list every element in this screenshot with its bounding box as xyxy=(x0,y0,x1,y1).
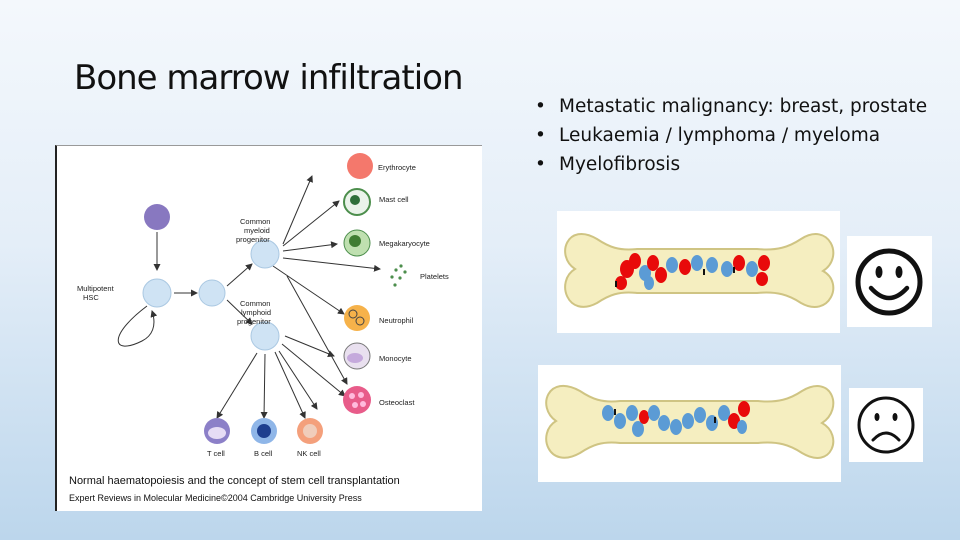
label-erythrocyte: Erythrocyte xyxy=(378,163,416,172)
myeloid-progenitor-icon xyxy=(250,239,280,269)
bone-1-cells xyxy=(615,253,770,290)
lymphoid-progenitor-icon xyxy=(250,321,280,351)
bullet-text: Metastatic malignancy: breast, prostate xyxy=(559,96,928,117)
figure-credit: Expert Reviews in Molecular Medicine©200… xyxy=(69,493,362,503)
bullet-dot-icon: • xyxy=(535,125,546,146)
bone-2-cells xyxy=(602,401,750,437)
erythrocyte-icon xyxy=(347,153,373,179)
label-lymphoid-3: progenitor xyxy=(237,317,271,326)
haematopoiesis-figure: Multipotent HSC Common myeloid progenito… xyxy=(55,145,482,511)
bullet-text: Myelofibrosis xyxy=(559,154,681,175)
label-neutrophil: Neutrophil xyxy=(379,316,414,325)
frowny-icon xyxy=(857,396,915,454)
stem-cell-icon xyxy=(144,204,170,230)
label-hsc: HSC xyxy=(83,293,99,302)
hsc-daughter-icon xyxy=(198,279,226,307)
mast-cell-icon xyxy=(343,188,371,216)
figure-caption: Normal haematopoiesis and the concept of… xyxy=(69,475,400,487)
label-lymphoid-1: Common xyxy=(240,299,270,308)
bullet-list: • Metastatic malignancy: breast, prostate… xyxy=(535,92,927,179)
monocyte-icon xyxy=(343,342,371,370)
label-megakaryocyte: Megakaryocyte xyxy=(379,239,430,248)
bullet-item: • Leukaemia / lymphoma / myeloma xyxy=(535,121,927,150)
happy-face-image xyxy=(847,236,932,327)
label-nk-cell: NK cell xyxy=(297,449,321,458)
bone-infiltrated-image xyxy=(557,211,840,333)
slide-title: Bone marrow infiltration xyxy=(74,58,464,98)
label-platelets: Platelets xyxy=(420,272,449,281)
label-myeloid-1: Common xyxy=(240,217,270,226)
bullet-text: Leukaemia / lymphoma / myeloma xyxy=(559,125,881,146)
t-cell-icon xyxy=(204,418,230,444)
osteoclast-icon xyxy=(343,386,371,414)
label-b-cell: B cell xyxy=(254,449,273,458)
label-myeloid-2: myeloid xyxy=(244,226,270,235)
haematopoiesis-diagram: Multipotent HSC Common myeloid progenito… xyxy=(77,153,449,458)
label-multipotent: Multipotent xyxy=(77,284,115,293)
bullet-item: • Myelofibrosis xyxy=(535,150,927,179)
bone-normal-image xyxy=(538,365,841,482)
bone-shape-1 xyxy=(564,232,835,308)
platelets-icon xyxy=(390,264,407,287)
b-cell-icon xyxy=(251,418,277,444)
sad-face-image xyxy=(849,388,923,462)
label-monocyte: Monocyte xyxy=(379,354,412,363)
multipotent-hsc-icon xyxy=(142,278,172,308)
label-myeloid-3: progenitor xyxy=(236,235,270,244)
bullet-item: • Metastatic malignancy: breast, prostate xyxy=(535,92,927,121)
smiley-icon xyxy=(855,248,923,316)
bullet-dot-icon: • xyxy=(535,154,546,175)
neutrophil-icon xyxy=(344,305,370,331)
megakaryocyte-icon xyxy=(343,229,371,257)
label-osteoclast: Osteoclast xyxy=(379,398,415,407)
label-mast-cell: Mast cell xyxy=(379,195,409,204)
label-t-cell: T cell xyxy=(207,449,225,458)
nk-cell-icon xyxy=(297,418,323,444)
label-lymphoid-2: lymphoid xyxy=(241,308,271,317)
bullet-dot-icon: • xyxy=(535,96,546,117)
